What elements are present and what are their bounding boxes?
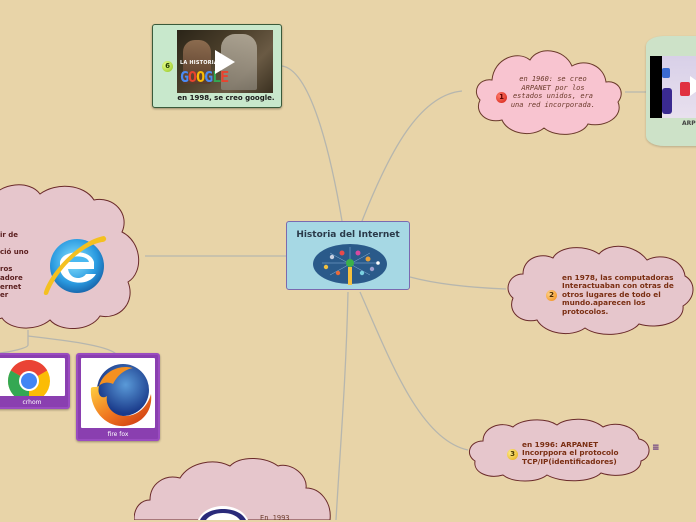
arpanet-video-caption: ARP [682, 120, 696, 127]
computers-1978-text: en 1978, las computadoras Interactuaban … [562, 273, 674, 316]
arpanet-video-node[interactable]: ARP [646, 36, 696, 146]
priority-badge-2: 2 [546, 290, 557, 301]
arpanet-1960-cloud[interactable] [472, 44, 626, 140]
tcpip-1996-cloud[interactable] [467, 417, 653, 483]
tcpip-line-2: Incorppora el protocolo [522, 448, 619, 458]
chrome-node[interactable]: crhom [0, 353, 70, 409]
bottom-node-image [198, 506, 248, 520]
browsers-text: ir de ció uno ros adore ernet er [0, 231, 40, 300]
browsers-line-8: er [0, 291, 9, 300]
firefox-logo [90, 364, 152, 427]
chrome-caption: crhom [22, 399, 42, 406]
priority-badge-1: 1 [496, 92, 507, 103]
browsers-line-6: adore [0, 273, 23, 282]
bottom-1993-text: En 1993 [260, 514, 290, 522]
google-caption: en 1998, se creo google. [177, 94, 275, 102]
internet-explorer-logo [43, 236, 107, 296]
browsers-line-1: ir de [0, 231, 19, 239]
google-video-node[interactable]: 6 LA HISTORIA DE GOOGLE en 1998, se creo… [152, 24, 282, 108]
computers-1978-cloud[interactable] [505, 242, 696, 338]
tcpip-line-3: TCP/IP(identificadores) [522, 456, 617, 466]
network-illustration [313, 244, 387, 285]
browsers-line-7: ernet [0, 282, 22, 291]
bottom-1993-cloud[interactable] [134, 458, 334, 520]
browsers-line-3: ció uno [0, 248, 29, 257]
arpanet-video-thumbnail[interactable] [650, 56, 696, 118]
central-topic-title: Historia del Internet [296, 230, 400, 240]
tcpip-1996-text: en 1996: ARPANET Incorppora el protocolo… [522, 440, 642, 466]
chrome-logo [7, 359, 50, 396]
google-video-thumbnail[interactable]: LA HISTORIA DE GOOGLE [177, 30, 273, 93]
tcpip-line-1: en 1996: ARPANET [522, 440, 599, 449]
play-icon[interactable] [690, 76, 696, 96]
video-title-small: LA HISTORIA DE [180, 60, 228, 66]
firefox-node[interactable]: fire fox [76, 353, 160, 441]
firefox-caption: fire fox [107, 431, 129, 438]
priority-badge-3: 3 [507, 449, 518, 460]
browsers-line-5: ros [0, 265, 13, 274]
google-wordmark: GOOGLE [180, 68, 229, 86]
central-topic[interactable]: Historia del Internet [286, 221, 410, 290]
arpanet-1960-text: en 1960: se creo ARPANET por los estados… [510, 75, 596, 109]
priority-badge-6: 6 [162, 61, 173, 72]
notes-icon[interactable]: ≡ [652, 443, 660, 453]
play-icon[interactable] [215, 50, 235, 74]
